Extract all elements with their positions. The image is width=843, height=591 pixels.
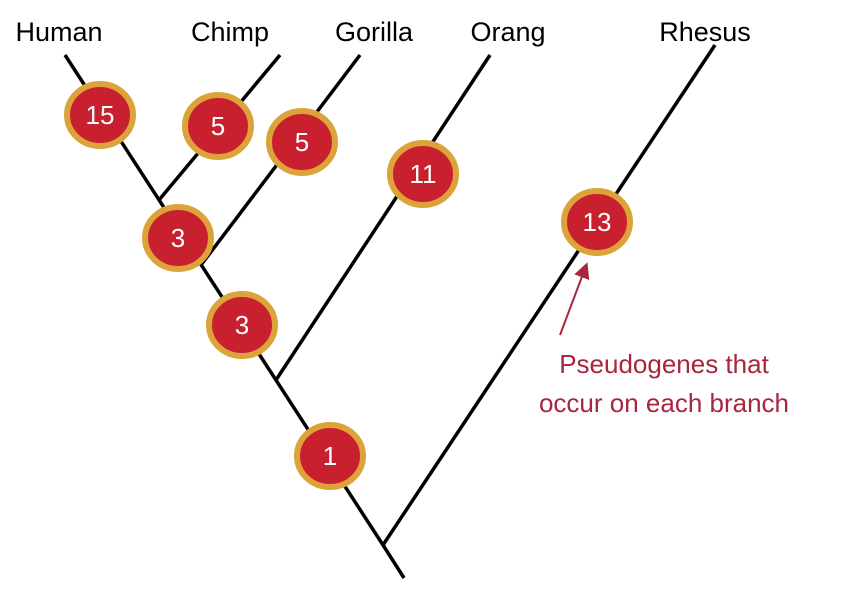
- count-great-ape-ancestor: 3: [235, 310, 249, 340]
- count-badge-hominid-ancestor: 1: [294, 422, 366, 490]
- count-hominid-ancestor: 1: [323, 441, 337, 471]
- count-badge-orang: 11: [387, 140, 459, 208]
- branches: [63, 44, 717, 579]
- count-badge-gorilla: 5: [266, 108, 338, 176]
- count-badge-great-ape-ancestor: 3: [206, 291, 278, 359]
- count-rhesus: 13: [583, 207, 612, 237]
- count-badge-human-chimp-ancestor: 3: [142, 204, 214, 272]
- count-gorilla: 5: [295, 127, 309, 157]
- branch-orang: [274, 54, 492, 381]
- annotation-arrow: [559, 262, 590, 336]
- count-badge-chimp: 5: [182, 92, 254, 160]
- taxon-label-chimp: Chimp: [191, 17, 269, 47]
- count-badge-human: 15: [64, 81, 136, 149]
- annotation-line-2: occur on each branch: [539, 388, 789, 418]
- count-badge-rhesus: 13: [561, 188, 633, 256]
- taxon-label-gorilla: Gorilla: [335, 17, 414, 47]
- branch-rhesus: [381, 44, 717, 546]
- taxon-label-human: Human: [15, 17, 102, 47]
- count-orang: 11: [410, 159, 437, 189]
- taxon-label-rhesus: Rhesus: [659, 17, 751, 47]
- count-chimp: 5: [211, 111, 225, 141]
- count-human: 15: [86, 100, 115, 130]
- count-human-chimp-ancestor: 3: [171, 223, 185, 253]
- annotation-line-1: Pseudogenes that: [559, 349, 769, 379]
- taxon-label-orang: Orang: [470, 17, 545, 47]
- root-stem: [381, 544, 406, 579]
